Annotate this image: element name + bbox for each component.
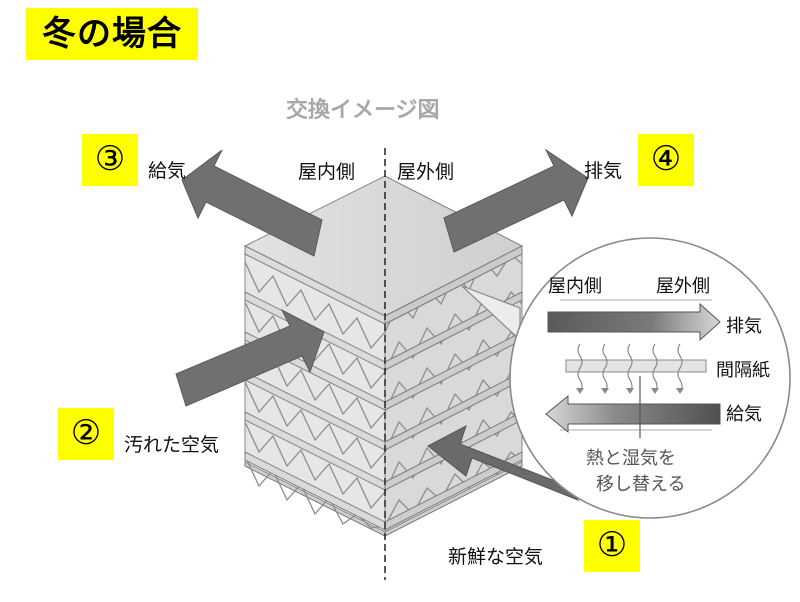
supply-label: 給気: [148, 160, 187, 182]
diagram-title: 交換イメージ図: [286, 98, 440, 123]
detail-supply-label: 給気: [726, 404, 762, 425]
detail-exhaust-label: 排気: [726, 316, 762, 337]
detail-note-line1: 熱と湿気を: [586, 448, 676, 469]
arrow-supply-out: [181, 149, 323, 257]
detail-callout: [461, 237, 791, 519]
flow-number-3: ③: [82, 134, 138, 186]
exhaust-label: 排気: [584, 160, 623, 182]
arrow-exhaust-out: [443, 148, 589, 253]
fresh-air-label: 新鮮な空気: [448, 546, 544, 568]
detail-outdoor-label: 屋外側: [656, 276, 710, 297]
page-title: 冬の場合: [26, 8, 198, 60]
arrow-dirty-in: [175, 308, 325, 407]
detail-note-line2: 移し替える: [596, 474, 686, 495]
dirty-air-label: 汚れた空気: [124, 434, 220, 456]
flow-number-2: ②: [58, 408, 114, 460]
detail-partition-label: 間隔紙: [716, 360, 770, 381]
flow-number-4: ④: [638, 134, 694, 186]
detail-indoor-label: 屋内側: [548, 276, 602, 297]
indoor-label: 屋内側: [298, 161, 356, 183]
outdoor-label: 屋外側: [397, 161, 455, 183]
flow-number-1: ①: [584, 520, 640, 572]
arrow-fresh-in: [427, 424, 580, 502]
